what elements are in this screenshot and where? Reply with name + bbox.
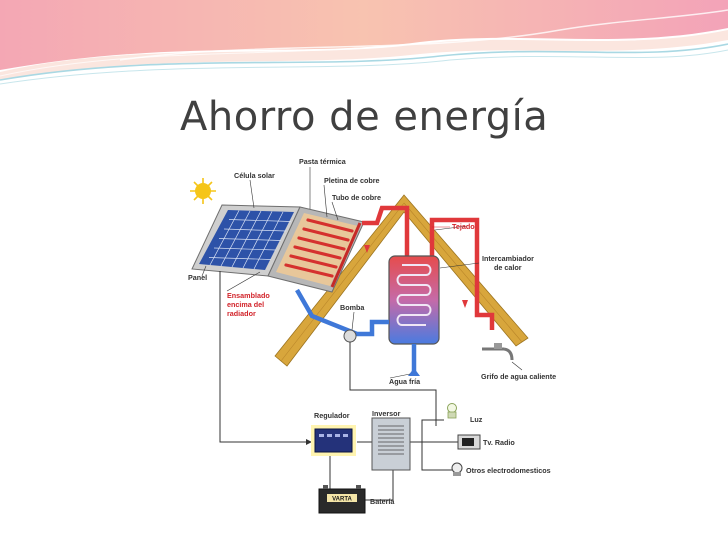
flow-arrow <box>408 368 420 376</box>
label-luz: Luz <box>470 415 483 424</box>
label-otros: Otros electrodomesticos <box>466 466 551 475</box>
label-pasta-termica: Pasta térmica <box>299 157 347 166</box>
flow-arrow <box>306 439 312 445</box>
appliance-icon <box>451 462 463 476</box>
label-leader-lines <box>201 167 523 379</box>
label-pletina-cobre: Pletina de cobre <box>324 176 380 185</box>
solar-energy-diagram: VARTA Célula solar Pasta térmica Pletina… <box>182 150 562 528</box>
label-bateria: Batería <box>370 497 395 506</box>
label-intercambiador: Intercambiador <box>482 254 534 263</box>
heat-exchanger-tank-icon <box>388 255 440 345</box>
pump-icon <box>343 329 357 343</box>
flow-arrow <box>364 245 468 308</box>
tv-radio-icon <box>457 434 481 450</box>
label-tubo-cobre: Tubo de cobre <box>332 193 381 202</box>
solar-panel-icon <box>191 204 365 293</box>
decorative-banner <box>0 0 728 85</box>
label-bomba: Bomba <box>340 303 365 312</box>
label-inversor: Inversor <box>372 409 401 418</box>
label-agua-fria: Agua fría <box>389 377 421 386</box>
label-tv-radio: Tv. Radio <box>483 438 515 447</box>
label-encima-del: encima del <box>227 300 264 309</box>
faucet-icon <box>482 343 514 361</box>
label-regulador: Regulador <box>314 411 350 420</box>
inverter-icon <box>371 417 411 471</box>
regulator-icon <box>311 425 356 456</box>
label-de-calor: de calor <box>494 263 522 272</box>
battery-brand: VARTA <box>332 497 352 503</box>
battery-icon <box>318 485 366 514</box>
slide-title: Ahorro de energía <box>180 94 549 140</box>
light-bulb-icon <box>447 403 457 419</box>
label-tejado: Tejado <box>452 222 475 231</box>
cold-water-pipe <box>295 288 417 372</box>
label-grifo: Grifo de agua caliente <box>481 372 556 381</box>
sun-icon <box>190 178 216 204</box>
label-ensamblado: Ensamblado <box>227 291 270 300</box>
label-radiador: radiador <box>227 309 256 318</box>
label-celula-solar: Célula solar <box>234 171 275 180</box>
label-panel: Panel <box>188 273 207 282</box>
